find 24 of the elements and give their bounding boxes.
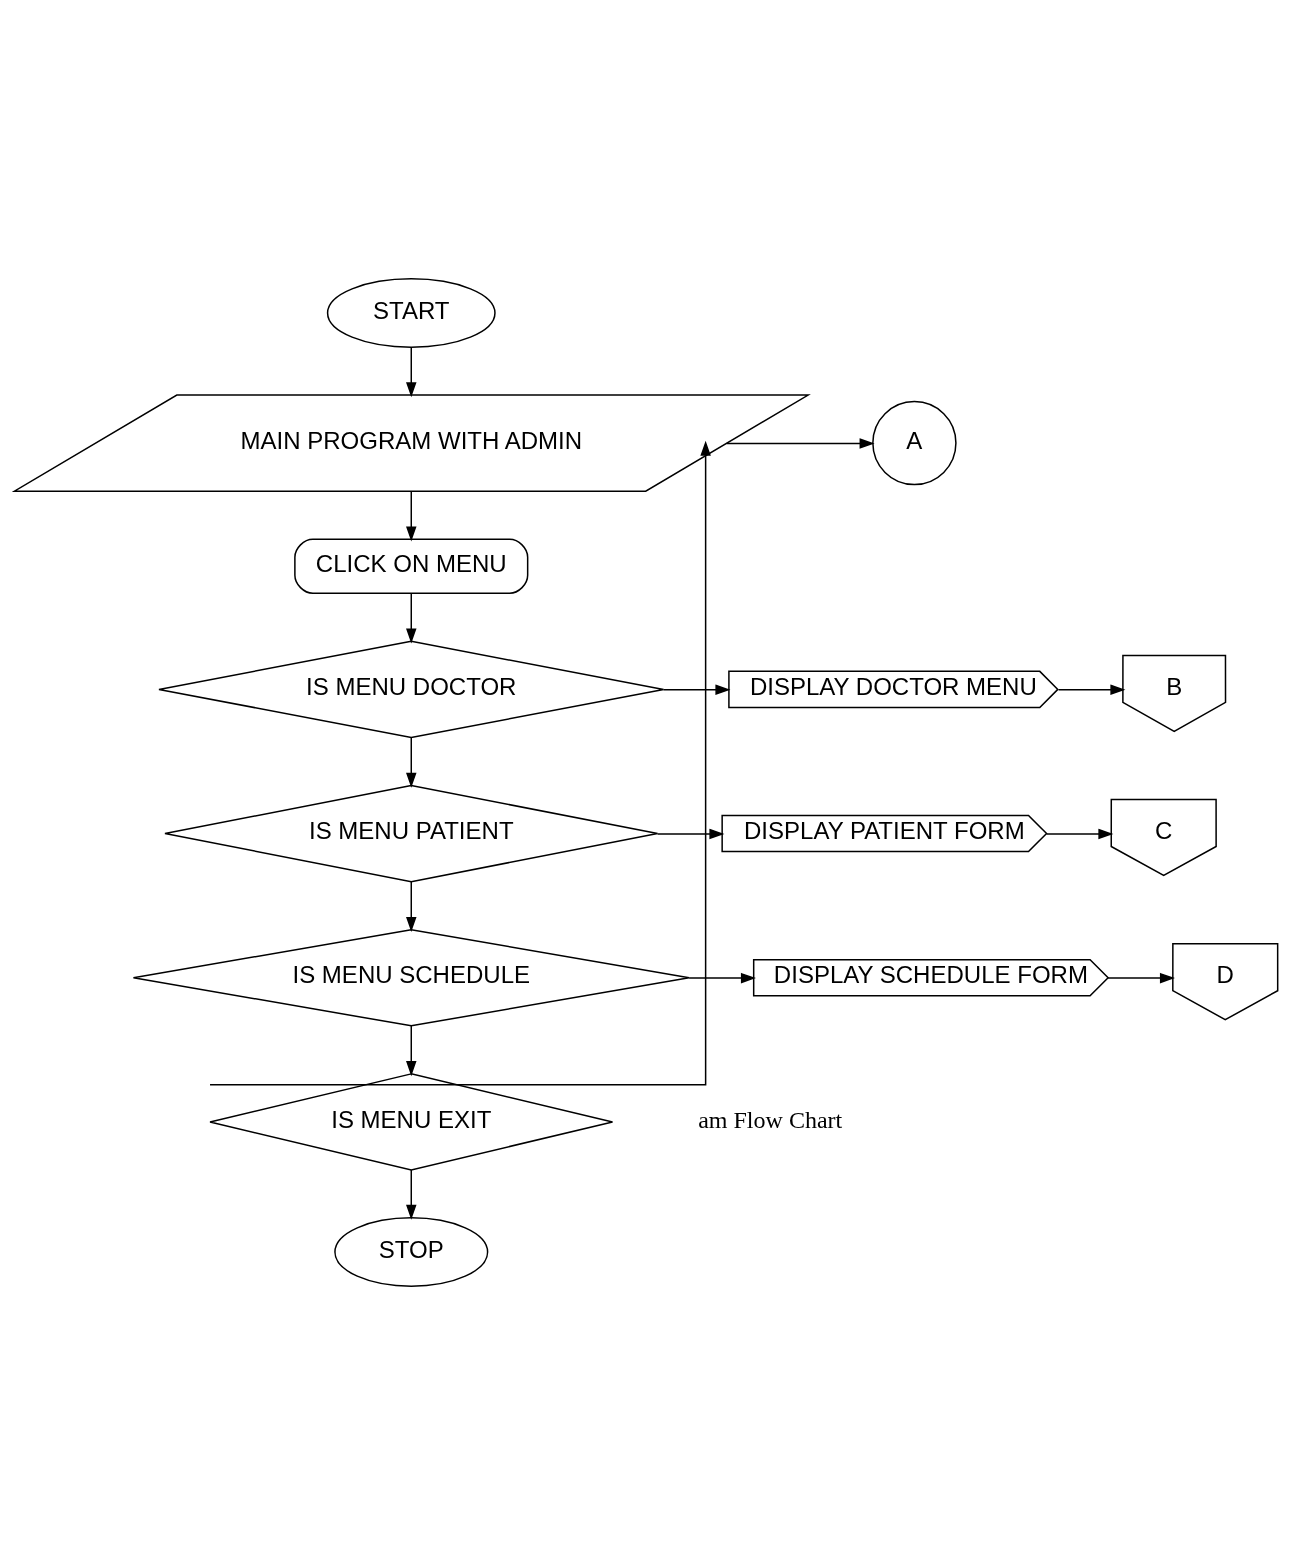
label: am Flow Chart	[698, 1106, 843, 1133]
arrow	[406, 1024, 417, 1076]
arrow	[406, 346, 417, 397]
arrow	[406, 489, 417, 541]
node-ellipse: STOP	[334, 1216, 489, 1287]
arrow	[1057, 684, 1126, 695]
arrow	[406, 880, 417, 932]
node-diamond: IS MENU SCHEDULE	[132, 928, 690, 1027]
node-diamond: IS MENU DOCTOR	[158, 640, 665, 738]
arrow	[209, 440, 711, 1085]
arrow	[406, 592, 417, 644]
node-box: CLICK ON MENU	[294, 537, 529, 594]
arrow	[406, 736, 417, 788]
node-circle: A	[872, 400, 957, 485]
arrow	[1107, 972, 1175, 983]
arrow	[662, 684, 731, 695]
arrow	[688, 972, 756, 983]
arrow	[725, 437, 875, 449]
arrow	[406, 1168, 417, 1220]
arrow	[1045, 828, 1114, 839]
node-ellipse: START	[326, 277, 496, 348]
arrow	[656, 828, 725, 839]
node-diamond: IS MENU EXIT	[209, 1072, 614, 1171]
node-diamond: IS MENU PATIENT	[164, 784, 659, 882]
